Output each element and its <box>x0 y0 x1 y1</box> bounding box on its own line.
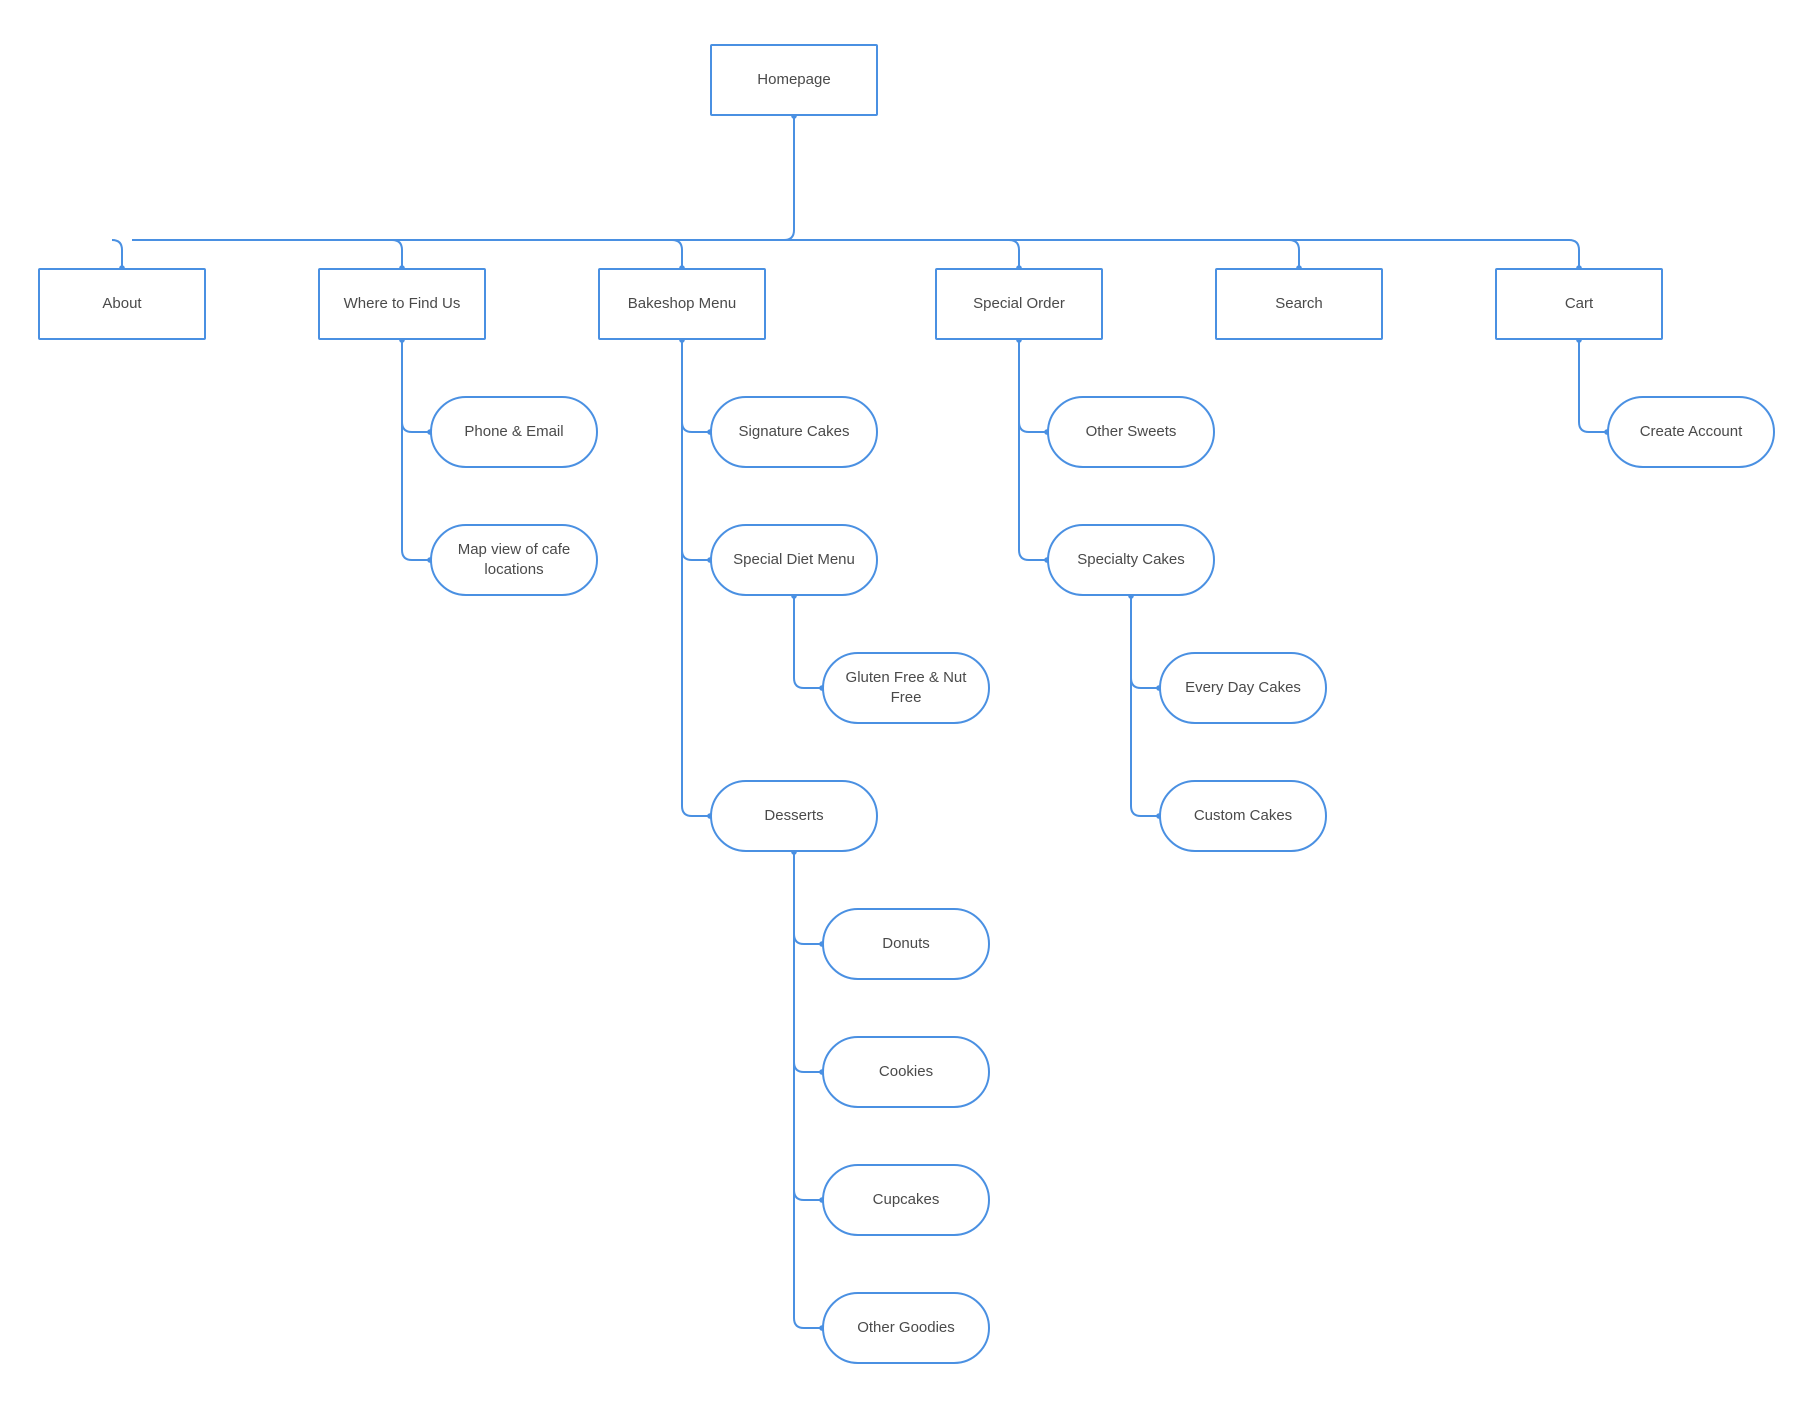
node-map-view-of-cafe-label: Map view of cafe locations <box>457 541 571 578</box>
node-other-sweets[interactable]: Other Sweets <box>1047 396 1215 468</box>
connector-elbow <box>793 1189 822 1201</box>
node-create-account[interactable]: Create Account <box>1607 396 1775 468</box>
connector-elbow <box>793 677 822 689</box>
connector-elbow <box>681 549 710 561</box>
node-search[interactable]: Search <box>1215 268 1383 340</box>
connector-root-bus <box>783 116 795 241</box>
node-other-goodies[interactable]: Other Goodies <box>822 1292 990 1364</box>
connector-elbow <box>1130 677 1159 689</box>
node-signature-cakes[interactable]: Signature Cakes <box>710 396 878 468</box>
connector-elbow <box>1578 421 1607 433</box>
node-phone-email-label: Phone & Email <box>464 423 564 440</box>
node-special-order-label: Special Order <box>973 295 1065 312</box>
node-homepage[interactable]: Homepage <box>710 44 878 116</box>
node-cart-label: Cart <box>1564 295 1594 312</box>
connector-elbow <box>681 421 710 433</box>
node-cookies-label: Cookies <box>878 1063 934 1080</box>
node-search-label: Search <box>1275 295 1323 312</box>
node-cupcakes[interactable]: Cupcakes <box>822 1164 990 1236</box>
connector-drop <box>391 239 403 268</box>
node-cookies[interactable]: Cookies <box>822 1036 990 1108</box>
connector-elbow <box>1130 805 1159 817</box>
node-bakeshop-menu[interactable]: Bakeshop Menu <box>598 268 766 340</box>
connector-elbow <box>401 421 430 433</box>
node-donuts[interactable]: Donuts <box>822 908 990 980</box>
node-map-view-of-cafe[interactable]: Map view of cafe locations <box>430 524 598 596</box>
node-gluten-free-nut-free[interactable]: Gluten Free & Nut Free <box>822 652 990 724</box>
connector-elbow <box>1018 421 1047 433</box>
connector-drop <box>1568 239 1580 268</box>
node-every-day-cakes[interactable]: Every Day Cakes <box>1159 652 1327 724</box>
connector-drop <box>1288 239 1300 268</box>
node-about[interactable]: About <box>38 268 206 340</box>
node-other-goodies-label: Other Goodies <box>857 1319 955 1336</box>
node-phone-email[interactable]: Phone & Email <box>430 396 598 468</box>
connector-elbow <box>793 1061 822 1073</box>
node-other-sweets-label: Other Sweets <box>1085 423 1177 440</box>
connector-elbow <box>1018 549 1047 561</box>
node-every-day-cakes-label: Every Day Cakes <box>1185 679 1301 696</box>
connector-drop <box>671 239 683 268</box>
node-specialty-cakes[interactable]: Specialty Cakes <box>1047 524 1215 596</box>
node-cupcakes-label: Cupcakes <box>872 1191 940 1208</box>
node-desserts[interactable]: Desserts <box>710 780 878 852</box>
node-special-order[interactable]: Special Order <box>935 268 1103 340</box>
node-custom-cakes-label: Custom Cakes <box>1193 807 1293 824</box>
node-cart[interactable]: Cart <box>1495 268 1663 340</box>
node-create-account-label: Create Account <box>1639 423 1743 440</box>
connector-drop <box>111 239 123 268</box>
connector-elbow <box>793 1317 822 1329</box>
connector-elbow <box>681 805 710 817</box>
connector-elbow <box>793 933 822 945</box>
node-specialty-cakes-label: Specialty Cakes <box>1077 551 1185 568</box>
node-gluten-free-nut-free-label: Gluten Free & Nut Free <box>845 669 967 706</box>
node-signature-cakes-label: Signature Cakes <box>738 423 850 440</box>
connector-elbow <box>401 549 430 561</box>
node-special-diet-menu[interactable]: Special Diet Menu <box>710 524 878 596</box>
node-donuts-label: Donuts <box>882 935 930 952</box>
node-where-to-find-us-label: Where to Find Us <box>343 295 461 312</box>
node-where-to-find-us[interactable]: Where to Find Us <box>318 268 486 340</box>
node-desserts-label: Desserts <box>764 807 824 824</box>
node-bakeshop-menu-label: Bakeshop Menu <box>627 295 737 312</box>
node-custom-cakes[interactable]: Custom Cakes <box>1159 780 1327 852</box>
node-special-diet-menu-label: Special Diet Menu <box>733 551 855 568</box>
node-about-label: About <box>102 295 142 312</box>
connector-drop <box>1008 239 1020 268</box>
node-homepage-label: Homepage <box>757 71 831 88</box>
